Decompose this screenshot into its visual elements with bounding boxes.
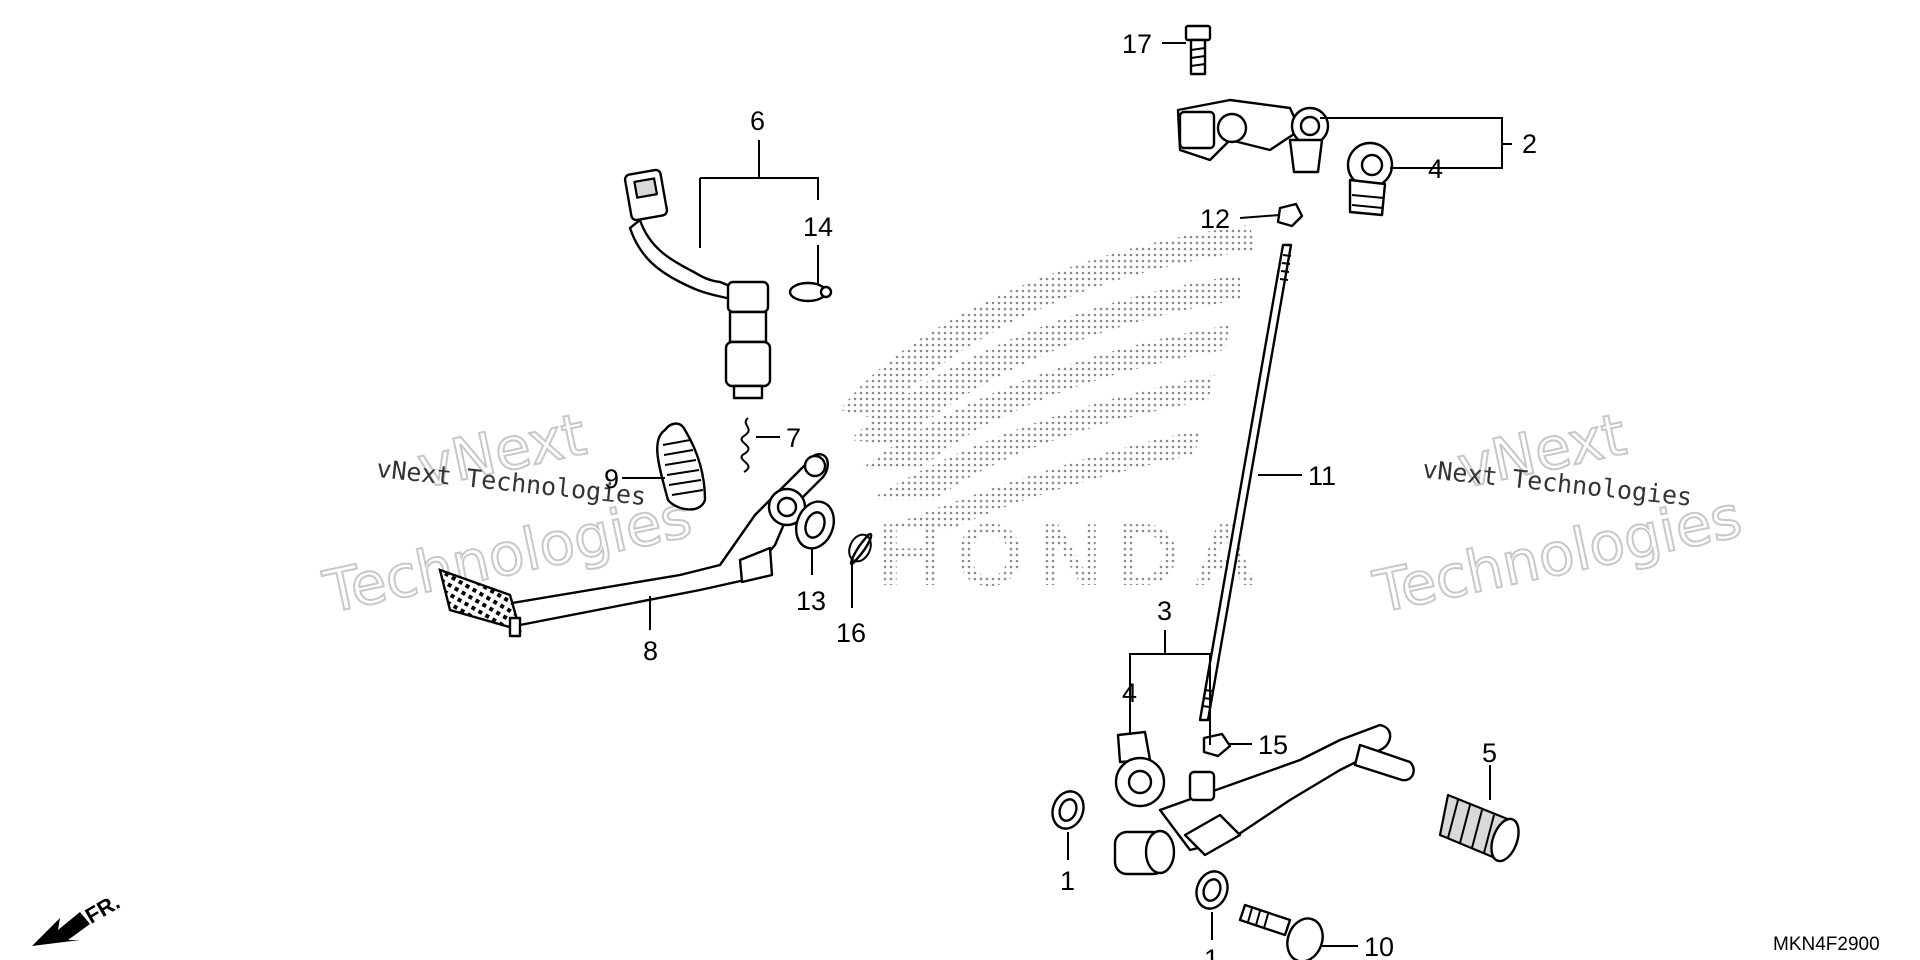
callout-8: 8 — [643, 636, 658, 666]
diagram-code: MKN4F2900 — [1773, 934, 1880, 955]
part-11-tie-rod — [1198, 243, 1293, 722]
callout-11: 11 — [1308, 461, 1336, 491]
callout-16: 16 — [836, 618, 866, 648]
part-7-spring — [740, 417, 750, 473]
callout-17: 17 — [1122, 29, 1152, 59]
part-9-spring — [656, 422, 707, 511]
callout-2: 2 — [1522, 129, 1537, 159]
part-2-shift-arm — [1176, 98, 1330, 174]
callout-9: 9 — [604, 464, 619, 494]
part-6-switch — [623, 168, 772, 400]
callout-6: 6 — [750, 106, 765, 136]
part-4-joint-lower — [1114, 730, 1166, 808]
part-3-shift-pedal — [1113, 723, 1415, 876]
part-1-washer-a — [1051, 790, 1085, 830]
part-17-bolt — [1184, 24, 1212, 76]
callout-15: 15 — [1258, 730, 1288, 760]
front-arrow-icon: FR. — [32, 889, 124, 946]
part-14-clip — [788, 281, 833, 303]
part-5-pedal-rubber — [1438, 793, 1520, 863]
part-12-nut — [1276, 202, 1304, 228]
callout-13: 13 — [796, 586, 826, 616]
honda-logo-text: HONDA — [878, 505, 1271, 604]
callout-4-lower: 4 — [1122, 678, 1137, 708]
callout-4-top: 4 — [1428, 154, 1443, 184]
wing-logo: HONDA — [840, 225, 1271, 604]
callout-1-b: 1 — [1204, 944, 1219, 960]
part-8-brake-pedal — [438, 453, 829, 638]
part-16-circlip — [848, 532, 873, 566]
callout-14: 14 — [803, 212, 833, 242]
callout-5: 5 — [1482, 738, 1497, 768]
callout-labels: 17 2 4 12 6 14 7 9 11 13 16 8 3 4 15 1 1… — [604, 29, 1537, 960]
leader-lines — [622, 42, 1512, 947]
part-1-washer-b — [1195, 870, 1229, 910]
callout-10: 10 — [1364, 932, 1394, 960]
callout-7: 7 — [786, 423, 801, 453]
part-15-nut — [1202, 732, 1232, 758]
part-13-washer — [794, 500, 836, 550]
part-4-joint-top — [1346, 141, 1394, 217]
part-10-pivot-bolt — [1238, 903, 1324, 960]
callout-12: 12 — [1200, 204, 1230, 234]
callout-3: 3 — [1157, 596, 1172, 626]
callout-1-a: 1 — [1060, 866, 1075, 896]
